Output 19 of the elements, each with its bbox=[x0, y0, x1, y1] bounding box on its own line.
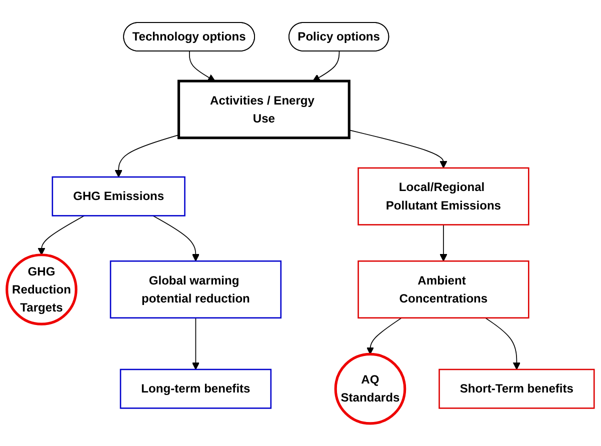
arrow bbox=[484, 317, 520, 370]
arrow bbox=[188, 50, 216, 82]
arrow bbox=[192, 317, 200, 370]
node-box: Global warming potential reduction bbox=[110, 260, 282, 319]
arrow bbox=[152, 215, 200, 262]
node-circle: AQ Standards bbox=[334, 352, 406, 425]
node-box: Local/Regional Pollutant Emissions bbox=[358, 167, 530, 226]
arrow bbox=[38, 215, 85, 256]
node-box: Short-Term benefits bbox=[438, 368, 595, 409]
arrow bbox=[312, 50, 340, 82]
node-box: GHG Emissions bbox=[52, 176, 186, 216]
arrow bbox=[440, 224, 448, 262]
node-box: Long-term benefits bbox=[120, 368, 272, 409]
arrow bbox=[114, 134, 180, 178]
arrow bbox=[348, 130, 448, 168]
node-box: Activities / Energy Use bbox=[177, 80, 350, 140]
node-box: Ambient Concentrations bbox=[358, 260, 530, 319]
arrow bbox=[366, 317, 402, 355]
node-circle: GHG Reduction Targets bbox=[6, 254, 78, 326]
